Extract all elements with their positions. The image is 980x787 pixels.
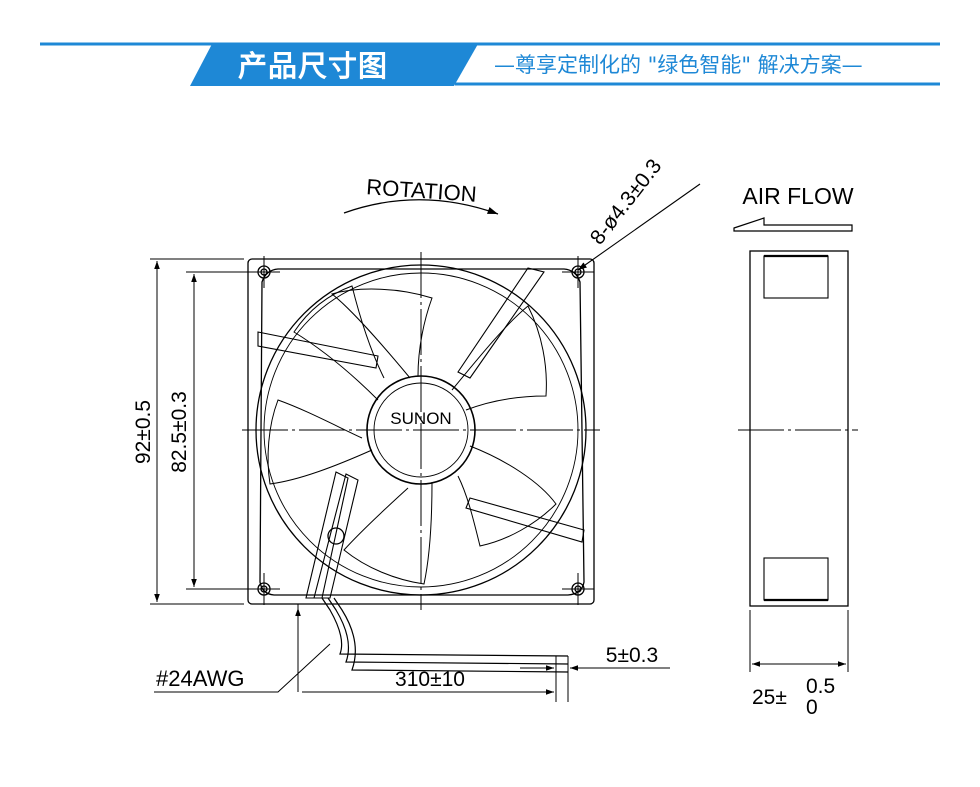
dimension-thickness bbox=[749, 610, 849, 672]
centerlines bbox=[242, 252, 600, 610]
lead-length-label: 310±10 bbox=[395, 668, 465, 691]
fan-frame-inner bbox=[259, 268, 585, 596]
thickness-tol-upper: 0.5 bbox=[806, 675, 835, 698]
strip-length-label: 5±0.3 bbox=[606, 644, 658, 667]
wire-clip bbox=[327, 527, 345, 545]
airflow-indicator: AIR FLOW bbox=[733, 183, 854, 232]
outer-height-label: 92±0.5 bbox=[132, 400, 155, 464]
section-header: 产品尺寸图 —尊享定制化的 "绿色智能" 解决方案— bbox=[0, 0, 980, 110]
thickness-tol-lower: 0 bbox=[806, 696, 818, 719]
airflow-label: AIR FLOW bbox=[742, 183, 853, 209]
header-banner-graphic bbox=[40, 42, 940, 86]
fan-side-view bbox=[738, 250, 858, 607]
rotation-label: ROTATION bbox=[366, 174, 478, 207]
hole-pitch-label: 82.5±0.3 bbox=[168, 391, 191, 473]
dimension-outer-height bbox=[150, 258, 244, 605]
thickness-label: 25± bbox=[752, 686, 787, 709]
page-title: 产品尺寸图 bbox=[238, 49, 389, 83]
lead-wires bbox=[321, 597, 569, 673]
rotation-indicator: ROTATION bbox=[343, 174, 499, 215]
header-title-banner bbox=[190, 44, 478, 86]
hole-spec-callout: 8-ø4.3±0.3 bbox=[577, 155, 701, 271]
dimension-lead-length bbox=[302, 656, 569, 702]
side-frame bbox=[749, 250, 849, 607]
fan-blades bbox=[267, 285, 557, 585]
fan-brand-label: SUNON bbox=[390, 409, 451, 428]
dimension-hole-pitch bbox=[186, 271, 258, 590]
side-bottom-flange bbox=[763, 557, 829, 601]
wire-gauge-label: #24AWG bbox=[156, 666, 244, 691]
airflow-arrow-icon bbox=[733, 217, 853, 232]
fan-dimension-drawing: SUNON ROTATION 8-ø4.3±0.3 92±0.5 82.5±0.… bbox=[132, 155, 858, 719]
side-top-flange bbox=[763, 255, 829, 299]
hole-spec-label: 8-ø4.3±0.3 bbox=[586, 155, 667, 249]
wire-gauge-callout bbox=[154, 604, 331, 693]
page-subtitle: —尊享定制化的 "绿色智能" 解决方案— bbox=[494, 53, 863, 77]
